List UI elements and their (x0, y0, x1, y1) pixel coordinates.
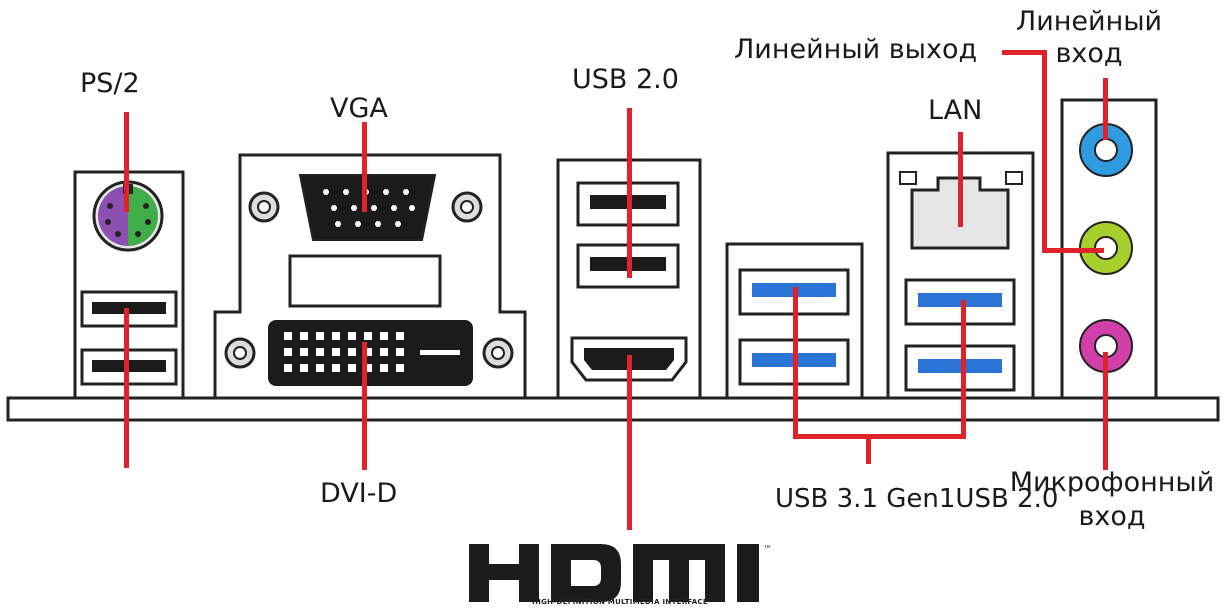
leader-dvi (362, 342, 367, 470)
label-mic-in: Микрофонный вход (1009, 467, 1215, 532)
leader-vga (362, 122, 367, 212)
leader-mic (1103, 352, 1108, 470)
leader-usb3-stem (866, 434, 871, 464)
label-ps2: PS/2 (80, 68, 140, 99)
label-line-in: Линейный вход (1015, 6, 1163, 69)
leader-lan (958, 132, 963, 227)
leader-line-out-v (1042, 50, 1047, 253)
vga-port-icon (298, 174, 437, 241)
leader-usb-left (124, 308, 129, 468)
label-line-out: Линейный выход (734, 34, 978, 65)
label-vga: VGA (330, 93, 388, 124)
leader-usb3-right (961, 300, 966, 439)
leader-usb3-bridge (793, 434, 966, 439)
ps2-usb-block (73, 170, 185, 400)
leader-hdmi (627, 355, 632, 530)
label-lan: LAN (928, 95, 983, 126)
vga-dvi-block (213, 153, 527, 400)
leader-line-out-h1 (1002, 50, 1046, 55)
leader-ps2 (124, 112, 129, 212)
hdmi-tm: ™ (763, 545, 772, 555)
leader-line-in (1103, 78, 1108, 140)
hdmi-logo: ™ (469, 544, 772, 602)
leader-usb20-top (627, 108, 632, 278)
io-shield-plate (6, 396, 1220, 422)
hdmi-subtitle: HIGH-DEFINITION MULTIMEDIA INTERFACE (532, 598, 708, 606)
label-usb20: USB 2.0 (572, 64, 679, 95)
leader-line-out-h2 (1042, 248, 1104, 253)
label-usb31-gen1: USB 3.1 Gen1USB 2.0 (775, 484, 1059, 514)
leader-usb3-left (793, 287, 798, 439)
label-dvi-d: DVI-D (320, 478, 398, 509)
